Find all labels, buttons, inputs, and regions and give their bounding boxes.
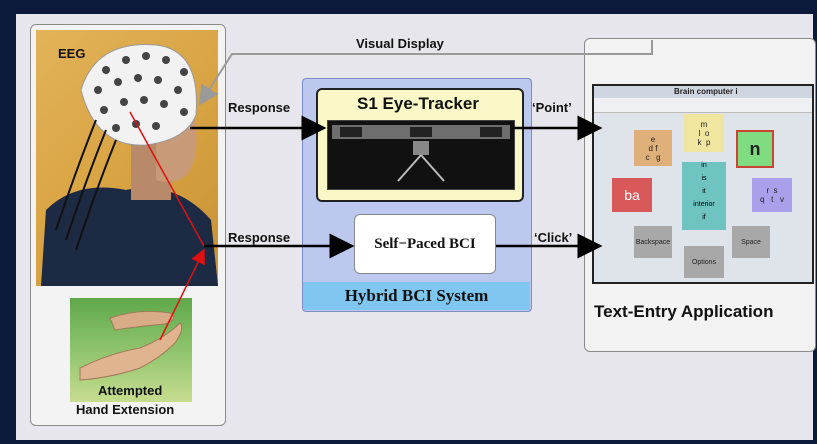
self-paced-bci-box: Self−Paced BCI	[354, 214, 496, 274]
tile-klmop[interactable]: m l o k p	[684, 114, 724, 152]
suggestion-item[interactable]: interior	[693, 201, 715, 208]
app-titlebar	[594, 86, 812, 98]
eye-tracker-image	[327, 120, 515, 190]
tile-qrstv[interactable]: r s q t v	[752, 178, 792, 212]
suggestion-item[interactable]: if	[702, 214, 706, 221]
options-button[interactable]: Options	[684, 246, 724, 278]
point-label: ‘Point’	[532, 100, 572, 115]
attempted-label: Attempted	[98, 383, 163, 398]
visual-display-label: Visual Display	[356, 36, 444, 51]
text-entry-label: Text-Entry Application	[594, 302, 774, 321]
hand-illustration	[79, 310, 183, 381]
app-window-title: Brain computer i	[674, 87, 738, 96]
eeg-photo	[36, 30, 218, 286]
app-toolbar	[594, 98, 812, 113]
eeg-red-line	[129, 111, 205, 247]
suggestion-item[interactable]: in	[701, 162, 707, 169]
space-button[interactable]: Space	[732, 226, 770, 258]
response-top-label: Response	[228, 100, 291, 115]
suggestion-list: in is it interior if	[682, 162, 726, 230]
hand-red-arrow	[159, 248, 205, 341]
suggestion-item[interactable]: is	[701, 175, 707, 182]
hybrid-bci-title: Hybrid BCI System	[303, 282, 530, 310]
click-label: ‘Click’	[534, 230, 573, 245]
app-screenshot: Brain computer i e d f c g m l o k p n b…	[592, 84, 814, 284]
tile-ba[interactable]: ba	[612, 178, 652, 212]
backspace-button[interactable]: Backspace	[634, 226, 672, 258]
eeg-label: EEG	[58, 46, 86, 61]
tile-cdefg[interactable]: e d f c g	[634, 130, 672, 166]
hand-extension-label: Hand Extension	[76, 402, 175, 417]
tile-n[interactable]: n	[736, 130, 774, 168]
eye-tracker-device	[332, 125, 510, 182]
response-bottom-label: Response	[228, 230, 291, 245]
eeg-subject-illustration	[41, 44, 218, 286]
visual-display-arrow	[198, 40, 653, 106]
eye-tracker-title: S1 Eye-Tracker	[357, 94, 479, 113]
suggestion-item[interactable]: it	[702, 188, 706, 195]
